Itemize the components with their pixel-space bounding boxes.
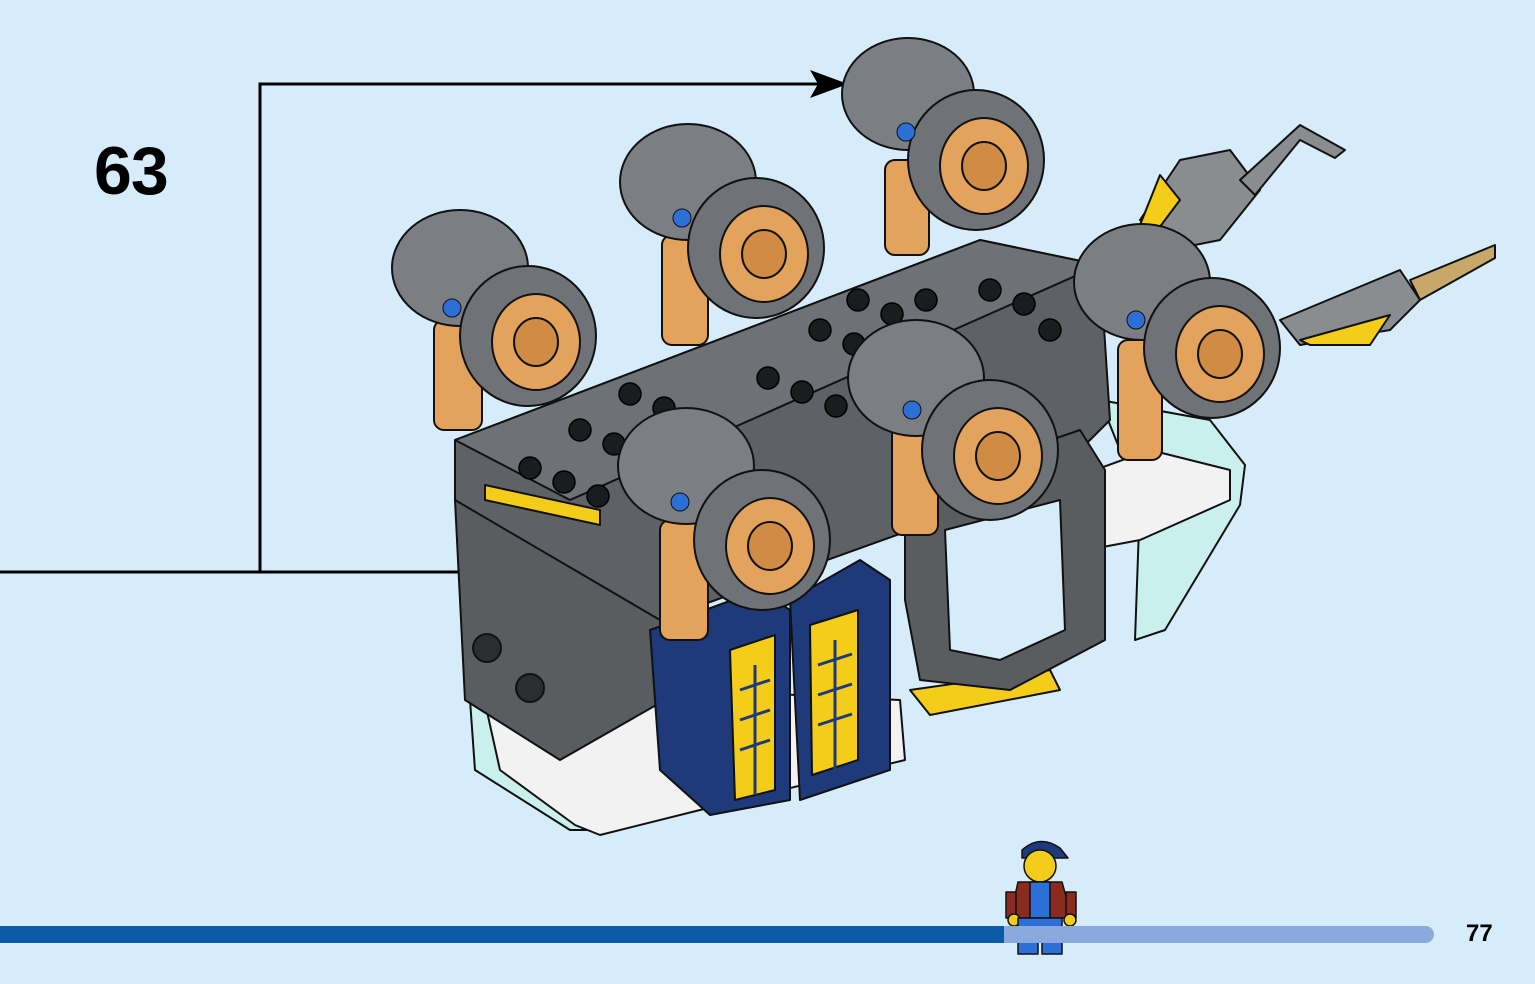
progress-bar <box>0 926 1434 943</box>
step-number: 63 <box>94 133 169 209</box>
progress-bar-fill <box>0 926 1004 943</box>
page-number: 77 <box>1466 920 1493 947</box>
wheel-assemblies <box>391 37 1281 641</box>
arrow-right-icon <box>810 70 848 98</box>
claw-arm <box>1139 124 1496 346</box>
